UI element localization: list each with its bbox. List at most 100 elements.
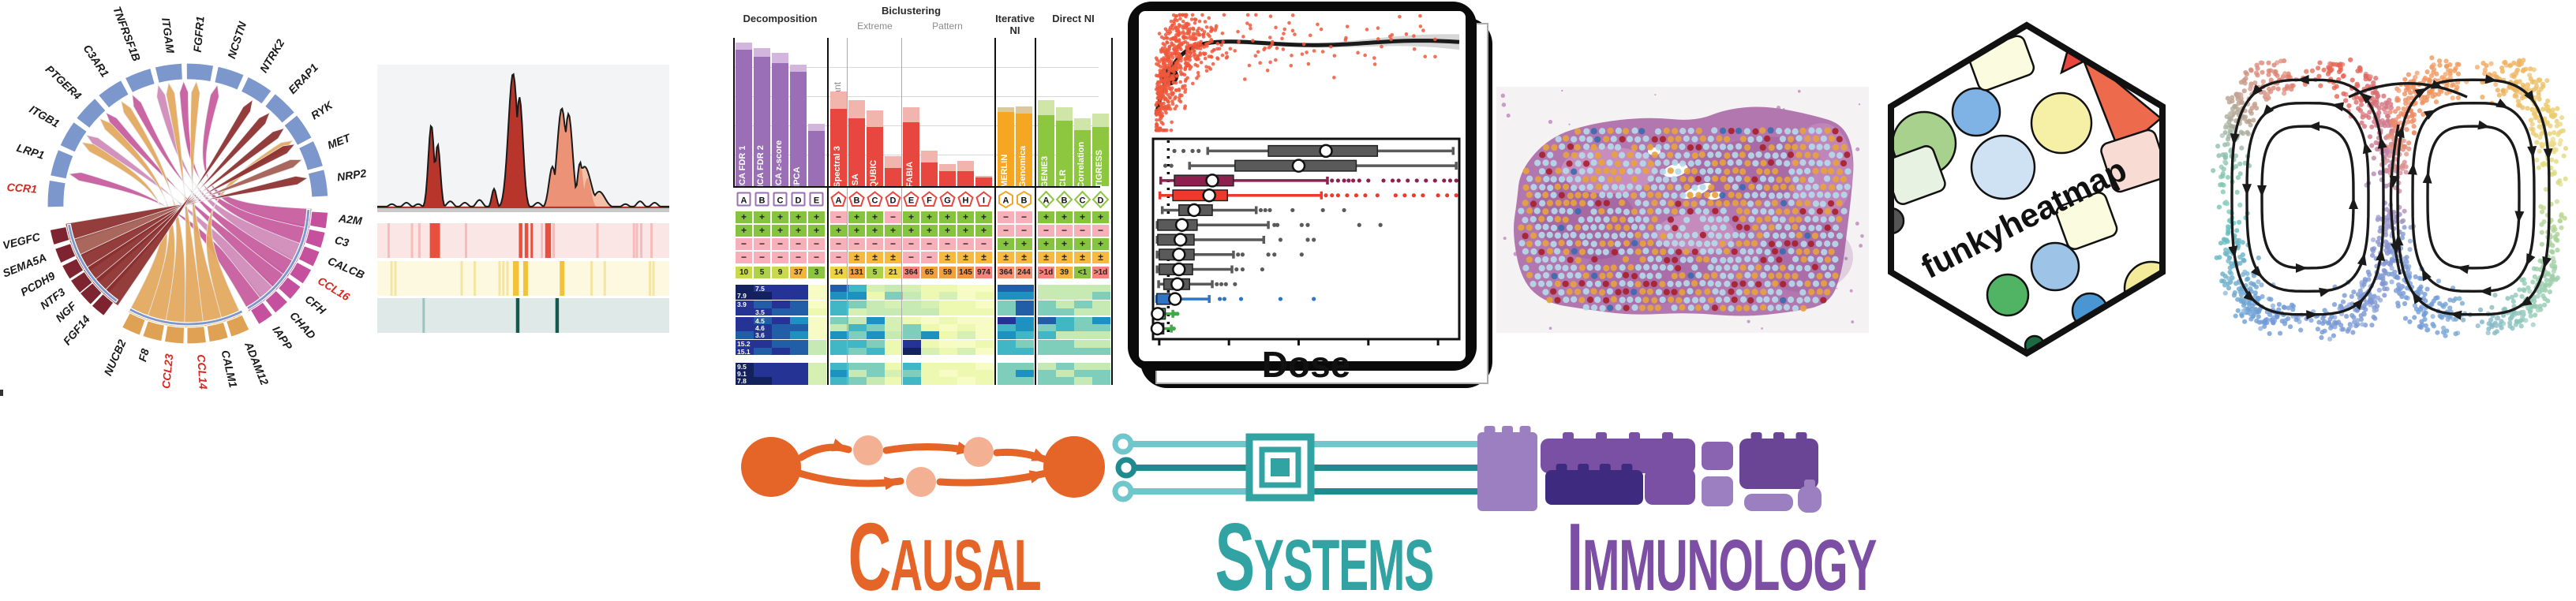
heatmap-cell [848,347,867,356]
heatmap-cell [939,316,957,324]
svg-text:D: D [1098,196,1104,206]
svg-text:CFH: CFH [303,293,329,317]
heatmap-cell [772,362,790,370]
bar-cap [975,175,992,177]
heatmap-cell [998,347,1016,356]
box-row [1160,203,1346,218]
criterion-cell: − [903,238,919,250]
runtime-cell: 21 [885,267,901,278]
heatmap-cell [957,331,975,339]
criterion-cell: − [1016,225,1032,237]
bar-label: ISA [851,173,860,188]
velocity-points [2211,55,2569,342]
systems-circuit [1112,433,1499,502]
heatmap-cell [808,300,826,308]
criterion-cell: + [903,211,919,223]
heatmap-cell [867,285,885,293]
svg-text:I: I [983,196,985,206]
heatmap-cell [1016,340,1034,348]
heatmap-cell [1016,331,1034,339]
heatmap-cell [903,324,921,332]
stream-lines [2228,74,2553,320]
heatmap-cell [830,331,848,339]
svg-text:VEGFC: VEGFC [2,230,43,252]
heatmap-cell [957,324,975,332]
bar-cap [1038,99,1054,115]
svg-text:A: A [1043,196,1050,206]
heatmap-row-label: 4.6 [755,324,765,332]
heatmap-cell [1074,369,1092,378]
criterion-cell: − [1092,225,1109,237]
criterion-cell: − [848,238,865,250]
criterion-cell: − [754,252,770,263]
heatmap-cell [885,300,903,308]
heatmap-cell [1074,324,1092,332]
heatmap-cell [830,316,848,324]
criterion-cell: + [867,211,883,223]
bar-label: IPCA [792,166,802,188]
heatmap-cell [957,308,975,316]
heatmap-cell [1038,292,1056,300]
bar-cap [867,110,883,127]
heatmap-cell [957,285,975,293]
heatmap-cell [921,347,939,356]
heatmap-cell [957,377,975,385]
heatmap-cell [848,340,867,348]
bar-cap [885,156,901,169]
heatmap-cell [867,331,885,339]
bar [903,122,919,186]
heatmap-cell [772,292,790,300]
runtime-cell: >1d [1092,267,1109,278]
heatmap-cell [939,331,957,339]
method-badge-pentagon: I [975,191,992,207]
bar [1074,129,1091,186]
criterion-cell: − [975,238,992,250]
svg-text:E: E [814,196,819,206]
dose-axis-label: Dose [1262,344,1350,385]
bar-gridline [734,96,1099,97]
heatmap-cell [975,308,994,316]
stacked-pages-frame [1128,2,1492,388]
bar-label: Correlation [1076,141,1086,188]
heatmap-cell [921,308,939,316]
heatmap-cell [939,369,957,378]
method-badge-pentagon: E [903,191,919,207]
group-separator [994,38,996,385]
coverage-tracks-figure [377,65,669,333]
bar [1016,113,1032,186]
heatmap-cell [754,285,772,293]
heatmap-cell [1016,300,1034,308]
criterion-cell: + [808,211,825,223]
heatmap-cell [1038,331,1056,339]
box-row [1151,307,1180,321]
bar [921,162,938,186]
heatmap-cell [957,369,975,378]
criterion-cell: ± [1074,252,1091,263]
svg-text:TNFRSF1B: TNFRSF1B [110,5,143,63]
criterion-cell: ± [848,252,865,263]
heatmap-cell [808,331,826,339]
heatmap-cell [903,331,921,339]
heatmap-cell [754,369,772,378]
bar [848,118,865,186]
heatmap-cell [903,308,921,316]
heatmap-cell [736,300,754,308]
criterion-cell: ± [885,252,901,263]
heatmap-cell [957,347,975,356]
heatmap-cell [736,347,754,356]
heatmap-cell [885,377,903,385]
heatmap-cell [975,377,994,385]
criterion-cell: − [1016,211,1032,223]
svg-text:A: A [836,196,842,206]
criterion-cell: ± [867,252,883,263]
hex-shapes [1891,35,2162,353]
criterion-cell: − [736,252,752,263]
criterion-cell: ± [975,252,992,263]
heatmap-cell [1038,316,1056,324]
svg-text:G: G [944,196,951,206]
heatmap-cell [903,340,921,348]
method-badge-square: A [736,192,751,207]
heatmap-cell [754,292,772,300]
criterion-cell: − [1074,225,1091,237]
wordmark-systems: SYSTEMS [1215,503,1435,601]
